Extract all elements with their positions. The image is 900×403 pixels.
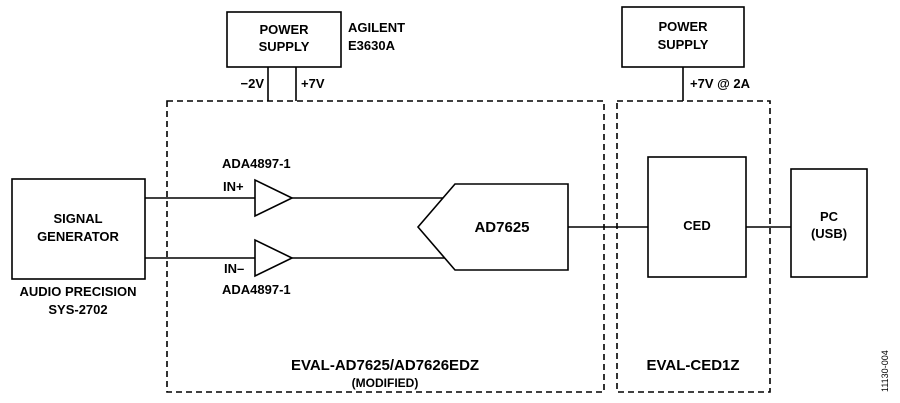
- amp-bottom-name: ADA4897-1: [222, 282, 291, 297]
- signal-generator-box: [11, 178, 146, 280]
- power-supply-1-box: [226, 11, 342, 68]
- power-supply-2-line2: SUPPLY: [658, 37, 709, 52]
- signal-generator-model-line2: SYS-2702: [48, 302, 107, 317]
- ced-rail-label: +7V @ 2A: [690, 76, 751, 91]
- adc-block: [416, 183, 569, 271]
- ced-board-label: EVAL-CED1Z: [646, 357, 739, 374]
- amp-bottom-triangle: [254, 238, 294, 278]
- power-supply-2-line1: POWER: [658, 19, 708, 34]
- power-supply-1-line2: SUPPLY: [259, 39, 310, 54]
- eval-board-label: EVAL-AD7625/AD7626EDZ: [291, 357, 479, 374]
- signal-generator-line1: SIGNAL: [53, 211, 102, 226]
- rail-neg-label: −2V: [241, 76, 265, 91]
- pc-line2: (USB): [811, 226, 847, 241]
- pc-box: [790, 168, 868, 278]
- signal-generator-line2: GENERATOR: [37, 229, 119, 244]
- ced-box: [647, 156, 747, 278]
- eval-board-enclosure: [166, 100, 605, 393]
- power-supply-1-line1: POWER: [259, 22, 309, 37]
- power-supply-1-model-line2: E3630A: [348, 38, 396, 53]
- amp-top-input-label: IN+: [223, 179, 244, 194]
- ced-label: CED: [683, 218, 710, 233]
- eval-board-note: (MODIFIED): [352, 376, 419, 390]
- power-supply-1-model-line1: AGILENT: [348, 20, 405, 35]
- ced-board-enclosure: [616, 100, 771, 393]
- rail-pos-label: +7V: [301, 76, 325, 91]
- pc-line1: PC: [820, 209, 839, 224]
- amp-top-name: ADA4897-1: [222, 156, 291, 171]
- adc-label: AD7625: [474, 219, 529, 236]
- amp-top-triangle: [254, 178, 294, 218]
- figure-id: 11130-004: [880, 350, 890, 392]
- amp-bottom-input-label: IN–: [224, 261, 244, 276]
- signal-generator-model-line1: AUDIO PRECISION: [19, 284, 136, 299]
- power-supply-2-box: [621, 6, 745, 68]
